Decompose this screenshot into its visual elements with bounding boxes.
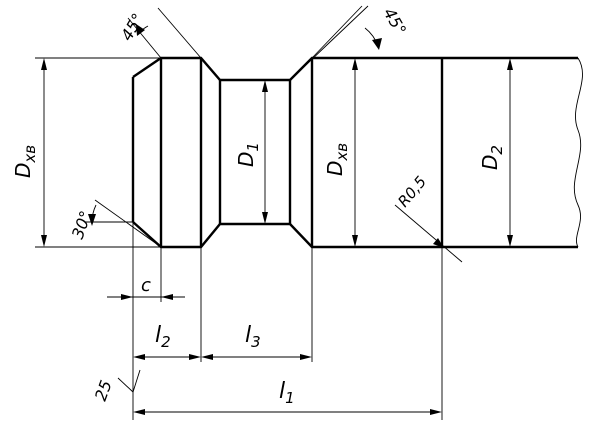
label-l2: l2 [155,323,171,351]
extension-lines [35,5,443,420]
label-angle-chamfer: 30° [68,208,96,241]
label-l3: l3 [245,323,261,351]
label-c: c [141,275,151,296]
label-d1: D1 [234,142,262,167]
dimension-lines [41,24,513,415]
radius-leader [394,204,463,263]
label-roughness: 25 [91,378,116,404]
break-line [573,57,583,248]
label-dxv-mid: Dхв [323,143,351,176]
label-angle-top-right: 45° [380,5,411,39]
top-profile-line [132,56,578,82]
label-radius: R0,5 [394,173,430,211]
bottom-profile-line [132,221,578,249]
label-l1: l1 [279,379,295,407]
labels: Dхв D1 Dхв D2 45° 45° 30° R0,5 c l2 l3 [11,5,506,408]
part-outline [131,56,583,249]
label-dxv-left: Dхв [11,145,39,178]
label-d2: D2 [478,145,506,170]
label-angle-top-left: 45° [117,10,148,44]
roughness-symbol [117,369,141,393]
